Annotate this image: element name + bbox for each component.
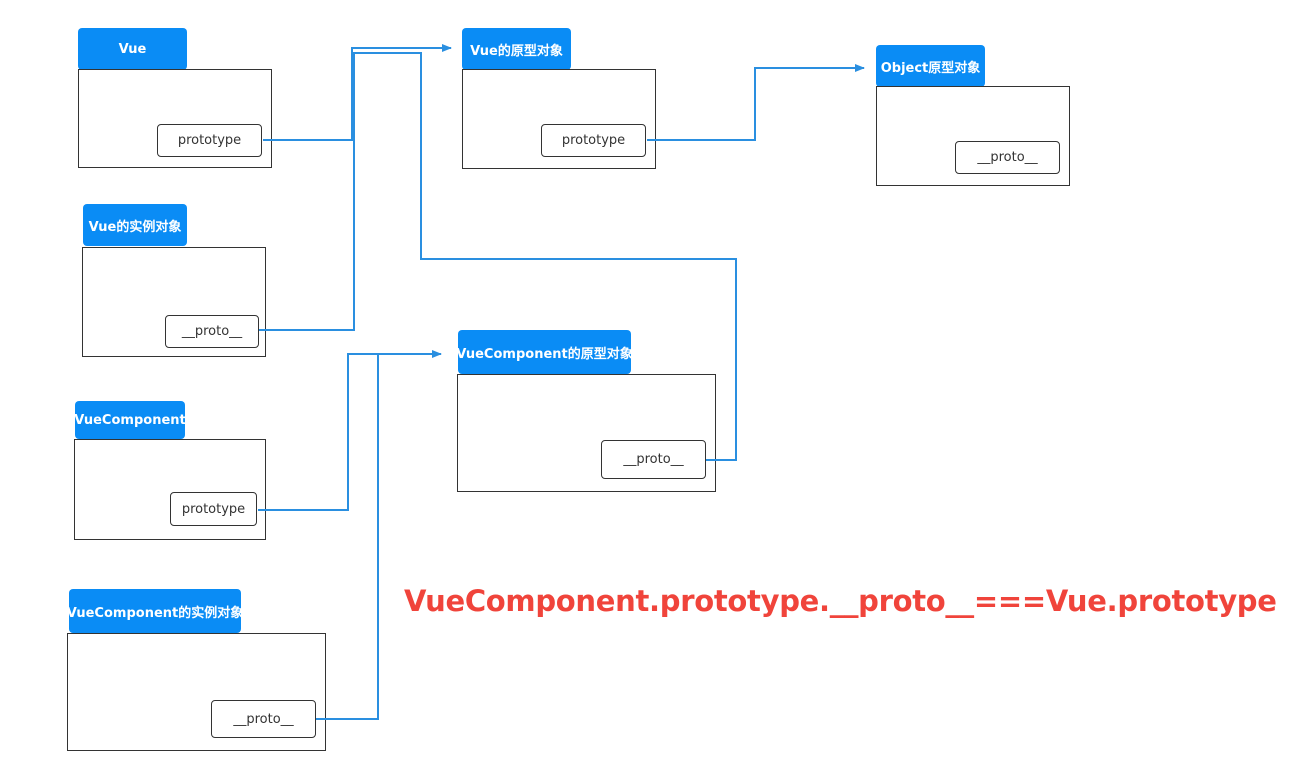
connector-vuecomponent-prototype-to-vuecomponent-prototype-object [258, 350, 442, 511]
field-vue-prototype: prototype [157, 124, 262, 157]
prototype-formula: VueComponent.prototype.__proto__===Vue.p… [404, 584, 1277, 618]
field-vuecomponent-prototype: prototype [170, 492, 257, 526]
node-title-vuecomponent-prototype: VueComponent的原型对象 [456, 330, 633, 374]
connector-vue-prototype-to-vue-prototype-object [263, 44, 452, 141]
connector-vuecomponent-instance-proto-to-vuecomponent-prototype-object [316, 354, 379, 720]
connector-vue-instance-proto-to-vue-prototype-object [259, 52, 420, 331]
connector-vuecomponent-prototype-object-proto-to-vue-prototype-object [420, 52, 737, 461]
node-title-vue-instance: Vue的实例对象 [83, 204, 187, 246]
field-vuecomponent-instance-proto: __proto__ [211, 700, 316, 738]
field-object-prototype-proto: __proto__ [955, 141, 1060, 174]
node-title-vuecomponent: VueComponent [74, 401, 186, 439]
field-vue-prototype-object-prototype: prototype [541, 124, 646, 157]
field-vue-instance-proto: __proto__ [165, 315, 259, 348]
field-vuecomponent-prototype-proto: __proto__ [601, 440, 706, 479]
node-title-vuecomponent-instance: VueComponent的实例对象 [67, 589, 243, 633]
node-title-vue-prototype: Vue的原型对象 [462, 28, 571, 70]
node-title-vue: Vue [78, 28, 187, 70]
node-title-object-prototype: Object原型对象 [876, 45, 985, 87]
connector-vue-prototype-object-to-object-prototype [647, 64, 865, 141]
